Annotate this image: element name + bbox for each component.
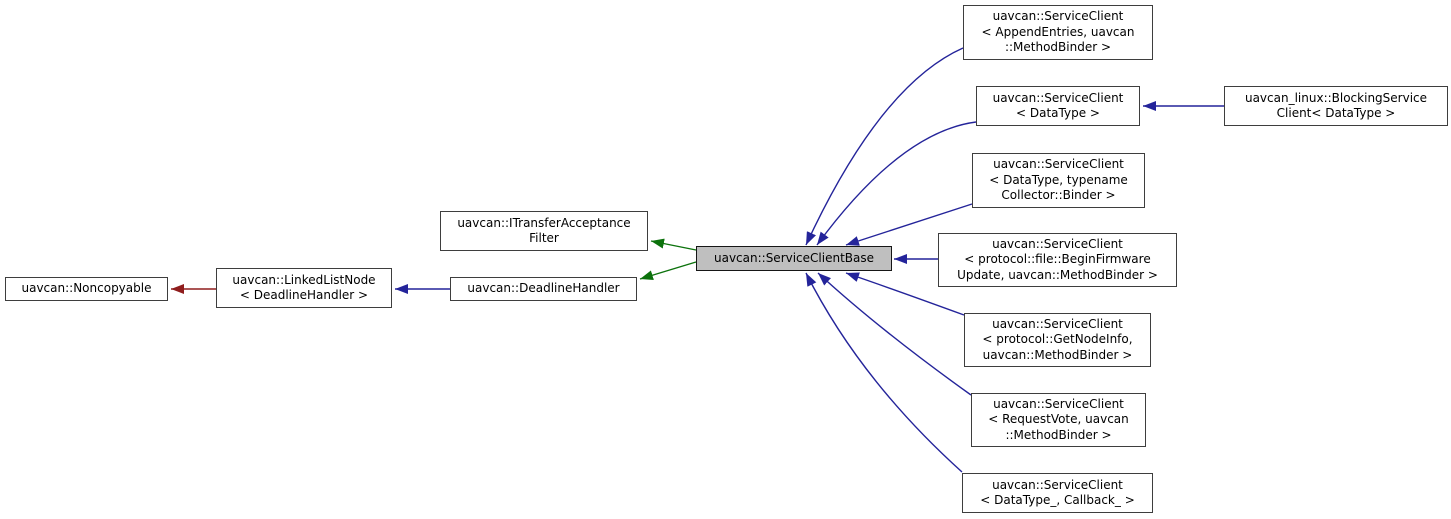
edge-datatype-to-serviceclientbase bbox=[816, 121, 977, 246]
node-serviceclient-datatype-callback[interactable]: uavcan::ServiceClient < DataType_, Callb… bbox=[962, 473, 1153, 513]
node-uavcan-linkedlistnode[interactable]: uavcan::LinkedListNode < DeadlineHandler… bbox=[216, 268, 392, 308]
edge-serviceclientbase-to-itransferacceptancefilter bbox=[650, 238, 697, 251]
edge-requestvote-to-serviceclientbase bbox=[817, 272, 972, 396]
node-label: uavcan::LinkedListNode < DeadlineHandler… bbox=[232, 272, 376, 303]
edge-appendentries-to-serviceclientbase bbox=[805, 47, 964, 246]
node-serviceclient-getnodeinfo[interactable]: uavcan::ServiceClient < protocol::GetNod… bbox=[964, 313, 1151, 367]
node-label: uavcan::DeadlineHandler bbox=[467, 281, 620, 296]
node-uavcan-noncopyable[interactable]: uavcan::Noncopyable bbox=[5, 277, 168, 301]
node-label: uavcan::ServiceClient < DataType_, Callb… bbox=[980, 477, 1135, 508]
edge-serviceclientbase-to-deadlinehandler bbox=[639, 261, 697, 281]
node-uavcanlinux-blockingserviceclient[interactable]: uavcan_linux::BlockingService Client< Da… bbox=[1224, 86, 1448, 126]
node-label: uavcan::ServiceClient < protocol::GetNod… bbox=[982, 316, 1133, 362]
node-label: uavcan::ServiceClientBase bbox=[713, 250, 874, 265]
edge-datatypecallback-to-serviceclientbase bbox=[805, 272, 963, 473]
node-serviceclient-datatype[interactable]: uavcan::ServiceClient < DataType > bbox=[976, 86, 1140, 126]
node-serviceclient-collector-binder[interactable]: uavcan::ServiceClient < DataType, typena… bbox=[972, 153, 1145, 208]
node-uavcan-serviceclientbase: uavcan::ServiceClientBase bbox=[696, 246, 892, 271]
node-uavcan-deadlinehandler[interactable]: uavcan::DeadlineHandler bbox=[450, 277, 637, 301]
node-label: uavcan::ITransferAcceptance Filter bbox=[457, 215, 631, 246]
node-uavcan-itransferacceptancefilter[interactable]: uavcan::ITransferAcceptance Filter bbox=[440, 211, 648, 251]
node-label: uavcan::ServiceClient < AppendEntries, u… bbox=[981, 9, 1135, 55]
node-label: uavcan::ServiceClient < DataType, typena… bbox=[989, 157, 1128, 203]
node-serviceclient-requestvote[interactable]: uavcan::ServiceClient < RequestVote, uav… bbox=[971, 393, 1146, 447]
edge-collectorbinder-to-serviceclientbase bbox=[845, 203, 973, 246]
node-label: uavcan::Noncopyable bbox=[21, 281, 152, 296]
node-serviceclient-appendentries[interactable]: uavcan::ServiceClient < AppendEntries, u… bbox=[963, 5, 1153, 60]
edge-getnodeinfo-to-serviceclientbase bbox=[845, 272, 965, 316]
node-label: uavcan::ServiceClient < RequestVote, uav… bbox=[988, 396, 1129, 442]
node-label: uavcan::ServiceClient < DataType > bbox=[992, 90, 1124, 121]
node-label: uavcan_linux::BlockingService Client< Da… bbox=[1244, 90, 1428, 121]
node-label: uavcan::ServiceClient < protocol::file::… bbox=[957, 236, 1158, 282]
node-serviceclient-beginfirmwareupdate[interactable]: uavcan::ServiceClient < protocol::file::… bbox=[938, 233, 1177, 287]
